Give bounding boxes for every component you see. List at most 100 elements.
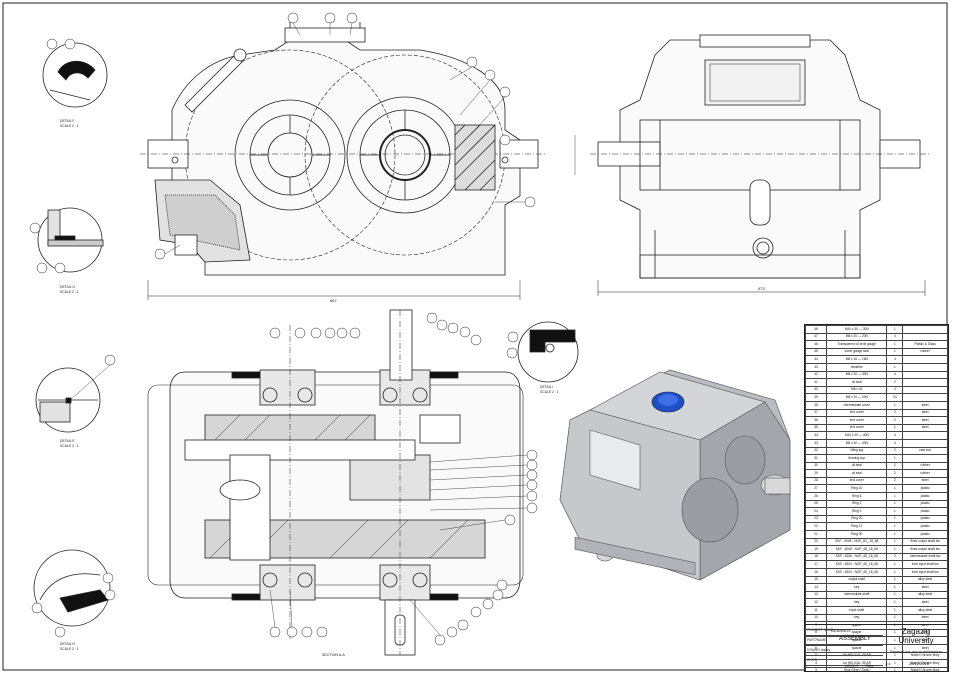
bom-material: rubber [902,347,948,357]
bom-qty: 4 [886,431,904,440]
bom-qty: 2 [886,408,904,418]
bom-material: steel [902,583,948,592]
detail-e [35,367,101,433]
detail-e-scale: SCALE 2 : 1 [60,444,79,448]
bom-description: SKF - 6206 - NUP_4D_18_68 [826,552,888,562]
bom-description: Ring 2 [826,499,888,509]
bom-item-no: 36 [805,416,828,425]
checked-label: CHK'D [807,658,818,662]
bom-item-no: 33 [805,438,828,448]
bom-qty: 1 [886,545,904,554]
units-note: Dimensions are in millimeters [889,649,943,654]
bom-description: key [826,613,888,623]
bom-description: SKF - 6008 - NUP_4D_18_68 [826,545,888,554]
bom-material: intermediate shaft bw [902,552,948,562]
bom-qty: 1 [886,514,904,524]
bom-description: Ring 20 [826,514,888,524]
bom-item-no: 43 [805,362,828,372]
title-info: PROJECT NAME GEARBOX PART NAME ASSEMBLY … [805,624,948,671]
bom-material: steel [902,613,948,623]
bom-item-no: 12 [805,598,828,607]
detail-i-label: DETAIL I [540,385,553,389]
bom-description: SKF - 6008 - NUP_4D_ 18_68 [826,537,888,547]
university-line-1: Zagazig [901,627,931,636]
bom-qty: 1 [886,325,904,334]
bom-item-no: 34 [805,431,828,440]
bom-item-no: 29 [805,469,828,478]
bom-description: oil seal [826,469,888,478]
bom-material: plastic [902,499,948,509]
bom-qty: 1 [886,605,904,615]
weight-value: 75Kg [865,664,874,668]
bom-qty: 1 [886,590,904,600]
scale-value: 1:4 [885,661,891,666]
drawn-value: Ashry [821,648,831,652]
checked-row: CHK'D [805,655,883,666]
bom-description: M10 x 30 — 30N [826,325,888,334]
bom-qty: 4 [886,438,904,448]
bom-description: oil seal [826,461,888,471]
bom-item-no: 28 [805,476,828,486]
detail-g-scale: SCALE 2 : 1 [60,290,79,294]
bom-qty: 1 [886,492,904,501]
bom-description: Transparent oil level gauge [826,340,888,349]
detail-h-scale: SCALE 2 : 1 [60,647,79,651]
bom-description: key [826,598,888,607]
bom-material: fixed output shaft bw [902,537,948,547]
bom-qty: 4 [886,385,904,395]
drawing-date: 20/12/2015 [909,661,930,666]
bom-material [902,454,948,463]
bom-description: breather [826,362,888,372]
bom-qty: 4 [886,370,904,380]
front-view [140,22,545,300]
bom-material [902,385,948,395]
bom-qty: 2 [886,469,904,478]
bom-qty: 1 [886,362,904,372]
bom-item-no: 47 [805,332,828,342]
bom-qty: 2 [886,446,904,456]
bom-material: steel [902,400,948,410]
isometric-render [559,369,791,581]
bom-qty: 1 [886,583,904,592]
bom-description: end cover [826,423,888,433]
bom-material [902,431,948,440]
bom-qty: 2 [886,378,904,387]
bom-material: cast iron [902,446,948,456]
bom-qty: 1 [886,423,904,433]
project-row: PROJECT NAME GEARBOX [805,625,883,636]
bom-qty: 2 [886,461,904,471]
bom-item-no: 41 [805,378,828,387]
bom-description: intermediate shaft [826,590,888,600]
bom-material: Plastic & Glass [902,340,948,349]
bom-qty: 1 [886,575,904,585]
bom-material: steel [902,476,948,486]
bom-description: key [826,583,888,592]
bom-description: Ring 10 [826,484,888,494]
bom-item-no: 44 [805,355,828,364]
section-view [147,309,524,656]
bom-qty: 1 [886,484,904,494]
bom-material [902,370,948,380]
bom-item-no: 13 [805,590,828,600]
bom-item-no: 40 [805,385,828,395]
bom-material: Nickel Chrome Moly [902,666,948,671]
bom-material: plastic [902,492,948,501]
detail-h-label: DETAIL H [60,642,75,646]
